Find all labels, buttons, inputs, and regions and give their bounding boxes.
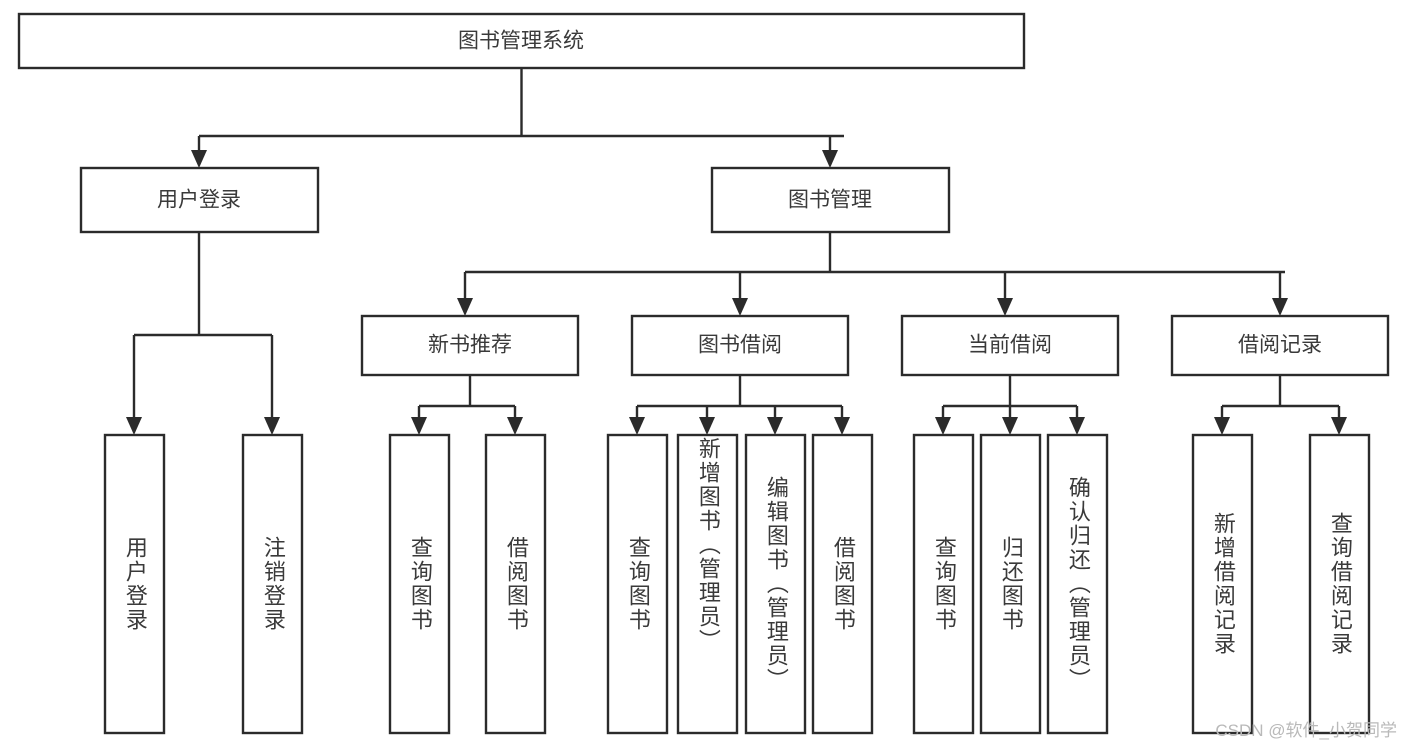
- node-box-current-borrow[interactable]: [900, 314, 1120, 377]
- arrow-ul-leaf2: [264, 417, 280, 435]
- arrow-ul-leaf1: [126, 417, 142, 435]
- node-label-borrow-record: 借阅记录: [1238, 334, 1322, 357]
- arrow-to-user-login: [191, 150, 207, 168]
- watermark-label: CSDN @软件_小贺同学: [1215, 721, 1397, 740]
- node-box-leaf-cb-return-book[interactable]: [979, 433, 1042, 735]
- node-box-book-management[interactable]: [710, 166, 951, 234]
- arrow-bb-leaf2: [699, 417, 715, 435]
- connector-newbook-children: [411, 375, 523, 435]
- node-label-book-management: 图书管理: [788, 189, 872, 212]
- arrow-to-borrowrecord: [1272, 298, 1288, 316]
- node-box-leaf-nb-borrow-book[interactable]: [484, 433, 547, 735]
- node-box-leaf-bb-borrow-book[interactable]: [811, 433, 874, 735]
- arrow-cb-leaf2: [1002, 417, 1018, 435]
- arrow-to-newbook: [457, 298, 473, 316]
- node-box-leaf-user-login[interactable]: [103, 433, 166, 735]
- node-box-book-borrow[interactable]: [630, 314, 850, 377]
- node-box-leaf-br-query-record[interactable]: [1308, 433, 1371, 735]
- arrow-bb-leaf3: [767, 417, 783, 435]
- node-box-leaf-bb-query-book[interactable]: [606, 433, 669, 735]
- node-label-root: 图书管理系统: [458, 30, 584, 53]
- connector-bookborrow-children: [629, 375, 850, 435]
- node-box-leaf-br-add-record[interactable]: [1191, 433, 1254, 735]
- arrow-cb-leaf3: [1069, 417, 1085, 435]
- node-box-leaf-nb-query-book[interactable]: [388, 433, 451, 735]
- node-box-leaf-cb-confirm-return[interactable]: [1046, 433, 1109, 735]
- arrow-nb-leaf1: [411, 417, 427, 435]
- arrow-nb-leaf2: [507, 417, 523, 435]
- node-box-new-book-recommend[interactable]: [360, 314, 580, 377]
- node-label-current-borrow: 当前借阅: [968, 334, 1052, 357]
- node-box-leaf-cb-query-book[interactable]: [912, 433, 975, 735]
- arrow-bb-leaf4: [834, 417, 850, 435]
- node-label-book-borrow: 图书借阅: [698, 334, 782, 357]
- connector-book-mgmt-children: [457, 232, 1288, 316]
- arrow-to-currentborrow: [997, 298, 1013, 316]
- connector-currentborrow-children: [935, 375, 1085, 435]
- node-box-leaf-bb-edit-book[interactable]: [744, 433, 807, 735]
- arrow-to-book-mgmt: [822, 150, 838, 168]
- node-box-borrow-record[interactable]: [1170, 314, 1390, 377]
- connector-borrowrecord-children: [1214, 375, 1347, 435]
- arrow-to-bookborrow: [732, 298, 748, 316]
- node-box-user-login[interactable]: [79, 166, 320, 234]
- node-label-user-login: 用户登录: [157, 189, 241, 212]
- node-box-leaf-logout-login[interactable]: [241, 433, 304, 735]
- arrow-bb-leaf1: [629, 417, 645, 435]
- arrow-cb-leaf1: [935, 417, 951, 435]
- node-label-new-book-recommend: 新书推荐: [428, 334, 512, 357]
- node-box-root[interactable]: [17, 12, 1026, 70]
- node-box-leaf-bb-add-book[interactable]: [676, 433, 739, 735]
- connector-user-login-children: [126, 232, 280, 435]
- arrow-br-leaf1: [1214, 417, 1230, 435]
- connector-root-to-level2: [191, 68, 844, 168]
- arrow-br-leaf2: [1331, 417, 1347, 435]
